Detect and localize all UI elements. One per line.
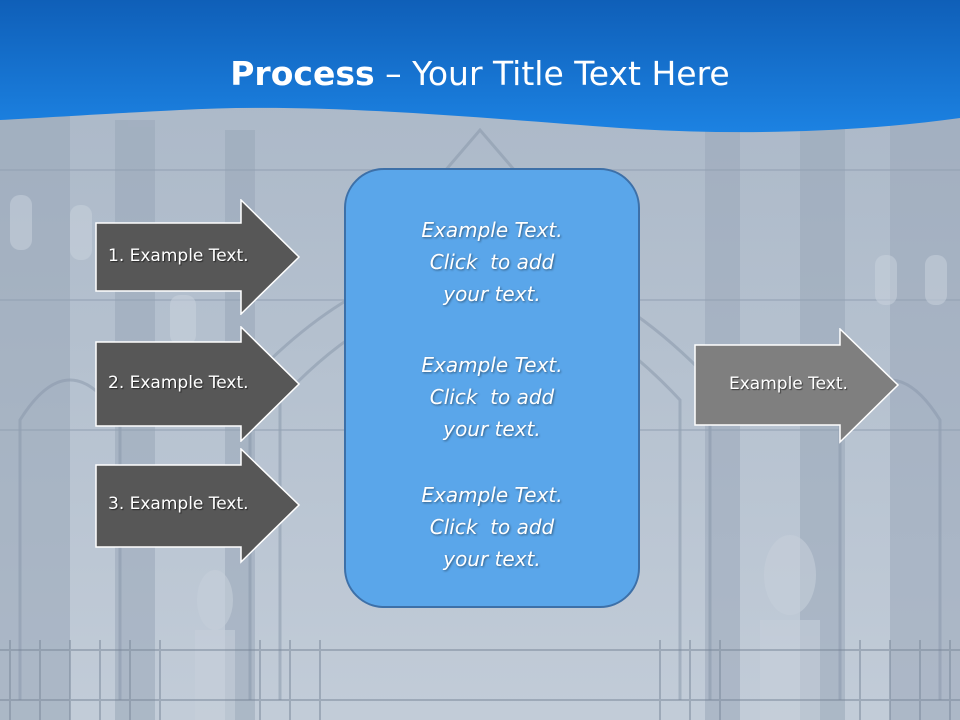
right-arrow[interactable]: Example Text. <box>694 328 900 444</box>
center-text-block-3: Example Text. Click to add your text. <box>346 479 638 575</box>
slide-title[interactable]: Process – Your Title Text Here <box>0 52 960 96</box>
title-bold-part: Process <box>230 54 374 93</box>
center-line: your text. <box>346 413 638 445</box>
right-arrow-label: Example Text. <box>729 373 848 395</box>
left-arrow-3[interactable]: 3. Example Text. <box>95 448 301 564</box>
center-line: Example Text. <box>346 349 638 381</box>
left-arrow-label: 3. Example Text. <box>108 493 249 515</box>
left-arrow-label: 1. Example Text. <box>108 245 249 267</box>
left-arrow-2[interactable]: 2. Example Text. <box>95 326 301 442</box>
left-arrow-label: 2. Example Text. <box>108 372 249 394</box>
center-line: Click to add <box>346 246 638 278</box>
center-line: your text. <box>346 543 638 575</box>
center-line: Click to add <box>346 381 638 413</box>
center-text-block-1: Example Text. Click to add your text. <box>346 214 638 310</box>
center-line: your text. <box>346 278 638 310</box>
center-text-box[interactable]: Example Text. Click to add your text. Ex… <box>344 168 640 608</box>
center-text-block-2: Example Text. Click to add your text. <box>346 349 638 445</box>
center-line: Example Text. <box>346 479 638 511</box>
center-line: Example Text. <box>346 214 638 246</box>
center-line: Click to add <box>346 511 638 543</box>
title-rest-part: – Your Title Text Here <box>375 54 730 93</box>
left-arrow-1[interactable]: 1. Example Text. <box>95 199 301 315</box>
